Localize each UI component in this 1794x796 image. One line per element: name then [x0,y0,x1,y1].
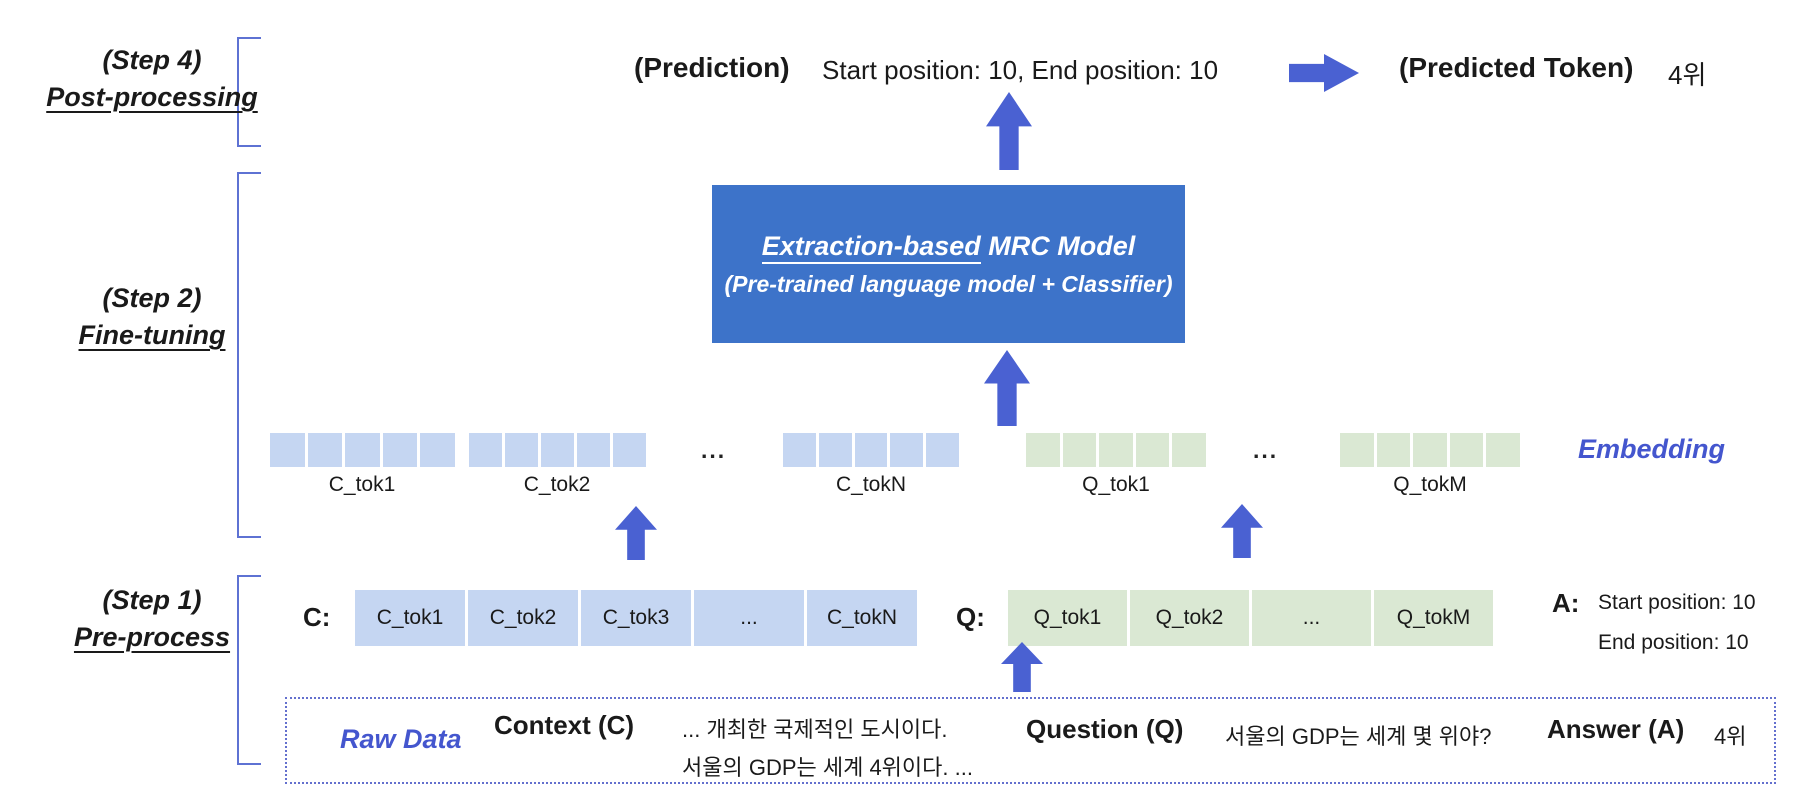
up-arrow-model-to-prediction-icon [986,92,1032,170]
step2-label: (Step 2) Fine-tuning [12,280,292,354]
step1-name: Pre-process [73,622,231,652]
step2-name: Fine-tuning [78,320,226,350]
embedding-ellipsis-c: ... [701,437,727,463]
up-arrow-embedding-to-model-icon [984,350,1030,426]
embedding-bar-q-tokM [1340,433,1520,467]
answer-start-position: Start position: 10 [1598,591,1756,614]
context-token-table: C_tok1 C_tok2 C_tok3 ... C_tokN [355,590,917,646]
embedding-bar-c-tok2 [469,433,646,467]
raw-data-label: Raw Data [340,724,462,754]
prediction-positions: Start position: 10, End position: 10 [822,55,1219,85]
predicted-token-value: 4위 [1668,60,1707,90]
bracket-step2 [237,172,261,538]
embedding-label-c-tok1: C_tok1 [328,473,396,496]
model-subtitle: (Pre-trained language model + Classifier… [724,270,1173,297]
q-token-cell: ... [1252,590,1371,646]
step4-name: Post-processing [46,82,258,112]
embedding-label-c-tokN: C_tokN [835,473,907,496]
answer-raw-text: 4위 [1714,724,1747,749]
embedding-bar-q-tok1 [1026,433,1206,467]
step2-number: (Step 2) [102,283,202,313]
question-token-table: Q_tok1 Q_tok2 ... Q_tokM [1008,590,1493,646]
q-token-cell: Q_tokM [1374,590,1493,646]
embedding-label-q-tok1: Q_tok1 [1082,473,1150,496]
up-arrow-q-tokens-icon [1221,504,1263,558]
question-text: 서울의 GDP는 세계 몇 위야? [1225,724,1492,749]
up-arrow-rawdata-to-tokens-icon [1001,642,1043,692]
context-token-label: C: [303,602,331,632]
context-text-line2: 서울의 GDP는 세계 4위이다. ... [682,755,973,780]
prediction-label: (Prediction) [634,52,790,83]
q-token-cell: Q_tok1 [1008,590,1127,646]
question-token-label: Q: [956,602,985,632]
question-label: Question (Q) [1026,714,1184,744]
step4-number: (Step 4) [102,45,202,75]
bracket-step4 [237,37,261,147]
flow-right-arrow-icon [1289,54,1359,92]
q-token-cell: Q_tok2 [1130,590,1249,646]
model-title: Extraction-based MRC Model [761,230,1136,264]
c-token-cell: C_tok2 [468,590,578,646]
answer-end-position: End position: 10 [1598,631,1749,654]
step1-number: (Step 1) [102,585,202,615]
predicted-token-label: (Predicted Token) [1399,52,1634,83]
embedding-label-c-tok2: C_tok2 [523,473,591,496]
embedding-bar-c-tok1 [270,433,455,467]
embedding-bar-c-tokN [783,433,959,467]
answer-label: A: [1552,588,1580,618]
answer-raw-label: Answer (A) [1547,714,1685,744]
c-token-cell: ... [694,590,804,646]
embedding-side-label: Embedding [1578,434,1725,464]
c-token-cell: C_tokN [807,590,917,646]
up-arrow-c-tokens-icon [615,506,657,560]
embedding-ellipsis-q: ... [1253,437,1279,463]
context-label: Context (C) [494,710,635,740]
model-title-rest: MRC Model [980,230,1136,261]
raw-data-box [285,697,1776,784]
c-token-cell: C_tok1 [355,590,465,646]
model-title-underlined: Extraction-based [761,230,981,264]
context-text-line1: ... 개최한 국제적인 도시이다. [682,717,948,742]
bracket-step1 [237,575,261,765]
step4-label: (Step 4) Post-processing [12,42,292,116]
step1-label: (Step 1) Pre-process [12,582,292,656]
embedding-label-q-tokM: Q_tokM [1393,473,1467,496]
c-token-cell: C_tok3 [581,590,691,646]
mrc-model-box: Extraction-based MRC Model (Pre-trained … [712,185,1185,343]
